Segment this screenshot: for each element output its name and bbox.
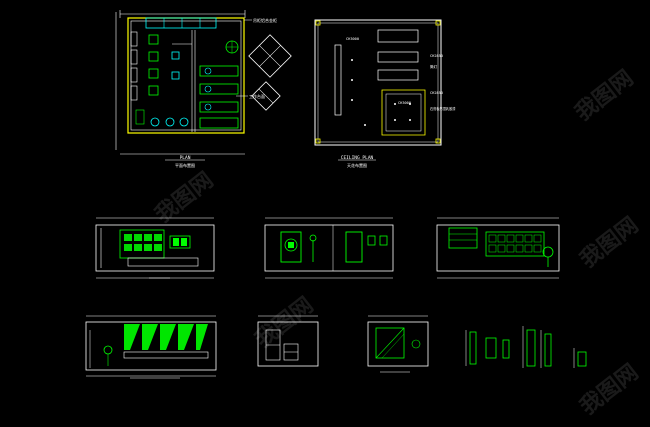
- elevation-d: [85, 315, 217, 379]
- ceiling-title: CEILING PLAN: [341, 155, 374, 161]
- ceiling-subtitle: 天花布置图: [347, 162, 367, 168]
- ceiling-plan: CH3000 CH2850 筒灯 CH2850 CH3000 石膏板吊顶乳胶漆 …: [314, 19, 456, 168]
- ceiling-label-2: 筒灯: [430, 64, 438, 69]
- ceiling-label-5: 石膏板吊顶乳胶漆: [430, 106, 456, 111]
- ceiling-label-3: CH2850: [430, 91, 443, 95]
- detail-symbols: [248, 34, 292, 111]
- section-details: [469, 329, 587, 367]
- elevation-b: [264, 217, 394, 279]
- plan-tag-top-right: 吊柜铝合金柜: [253, 17, 277, 23]
- plan-title: PLAN: [180, 155, 191, 161]
- ceiling-label-0: CH3000: [346, 37, 359, 41]
- plan-tag-mid-right: 工作台面: [249, 93, 265, 99]
- ceiling-label-1: CH2850: [430, 54, 443, 58]
- elevation-e: [257, 315, 319, 367]
- section-detail-lines: [465, 326, 575, 368]
- elevation-c: [436, 217, 560, 279]
- elevation-f: [367, 315, 429, 373]
- floor-plan: 吊柜铝合金柜 工作台面 PLAN 平面布置图: [115, 10, 277, 168]
- plan-subtitle: 平面布置图: [175, 162, 195, 168]
- elevation-a: [95, 217, 215, 279]
- ceiling-label-4: CH3000: [398, 101, 411, 105]
